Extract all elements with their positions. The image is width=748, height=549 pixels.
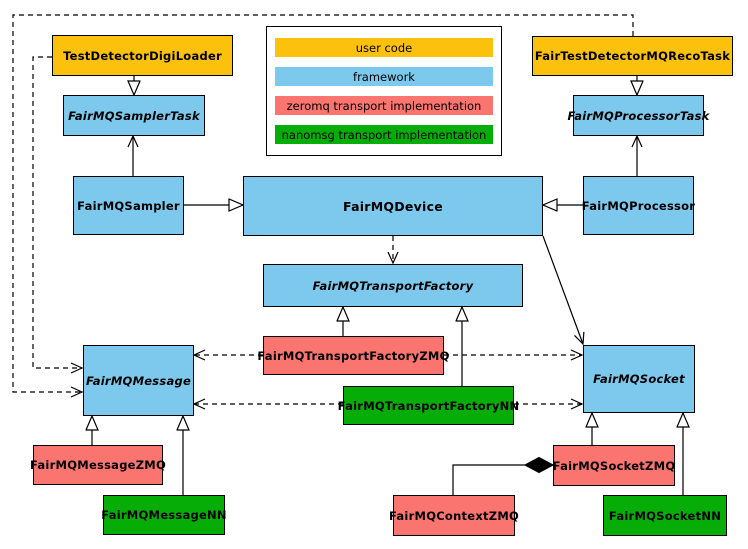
node-label: FairMQSocket xyxy=(593,372,685,386)
node-label: FairMQMessageZMQ xyxy=(29,458,167,472)
node-label: FairMQSocketZMQ xyxy=(552,458,676,473)
node-fairmq-transport-factory-zmq: FairMQTransportFactoryZMQ xyxy=(257,336,449,375)
node-fairmq-sampler: FairMQSampler xyxy=(73,176,184,235)
node-fairmq-context-zmq: FairMQContextZMQ xyxy=(389,495,519,536)
node-fairmq-message-zmq: FairMQMessageZMQ xyxy=(29,445,167,485)
node-fairmq-socket-nn: FairMQSocketNN xyxy=(603,495,727,536)
node-fairmq-transport-factory: FairMQTransportFactory xyxy=(263,264,523,307)
node-label: FairMQSocketNN xyxy=(608,508,722,523)
edge-digiloader-message xyxy=(32,56,84,374)
node-fair-test-detector-mq-reco-task: FairTestDetectorMQRecoTask xyxy=(532,36,733,76)
node-label: FairMQProcessorTask xyxy=(567,108,710,123)
node-label: FairMQSampler xyxy=(77,198,180,213)
legend: user code framework zeromq transport imp… xyxy=(266,26,502,156)
node-test-detector-digi-loader: TestDetectorDigiLoader xyxy=(52,35,233,76)
legend-item-nanomsg: nanomsg transport implementation xyxy=(275,125,493,144)
node-fairmq-socket: FairMQSocket xyxy=(583,345,695,413)
node-fairmq-socket-zmq: FairMQSocketZMQ xyxy=(553,445,675,486)
legend-label: framework xyxy=(353,69,415,84)
legend-label: zeromq transport implementation xyxy=(286,98,482,113)
node-label: FairMQSamplerTask xyxy=(68,108,200,123)
composition-diamond xyxy=(523,456,555,474)
node-fairmq-processor: FairMQProcessor xyxy=(581,176,696,235)
legend-label: user code xyxy=(355,40,413,55)
edge-recotask-message xyxy=(12,14,634,398)
node-fairmq-sampler-task: FairMQSamplerTask xyxy=(63,95,205,136)
legend-item-user-code: user code xyxy=(275,38,493,57)
node-label: FairMQMessageNN xyxy=(101,508,227,522)
legend-item-framework: framework xyxy=(275,67,493,86)
legend-item-zeromq: zeromq transport implementation xyxy=(275,96,493,115)
node-label: FairMQTransportFactoryNN xyxy=(337,398,520,413)
node-fairmq-message-nn: FairMQMessageNN xyxy=(101,495,227,535)
node-label: FairTestDetectorMQRecoTask xyxy=(534,49,731,63)
node-fairmq-processor-task: FairMQProcessorTask xyxy=(567,95,709,136)
node-label: FairMQMessage xyxy=(85,373,192,388)
node-fairmq-message: FairMQMessage xyxy=(83,345,194,416)
node-label: FairMQTransportFactory xyxy=(312,278,474,293)
node-label: FairMQContextZMQ xyxy=(388,508,520,523)
node-label: FairMQTransportFactoryZMQ xyxy=(257,348,450,363)
node-fairmq-transport-factory-nn: FairMQTransportFactoryNN xyxy=(338,386,519,425)
node-label: FairMQDevice xyxy=(343,198,443,214)
node-label: TestDetectorDigiLoader xyxy=(63,48,222,63)
node-fairmq-device: FairMQDevice xyxy=(243,176,543,236)
edge-contextzmq-socketzmq xyxy=(452,464,525,495)
node-label: FairMQProcessor xyxy=(581,198,696,213)
legend-label: nanomsg transport implementation xyxy=(281,127,487,142)
edge-device-socket xyxy=(542,235,585,346)
